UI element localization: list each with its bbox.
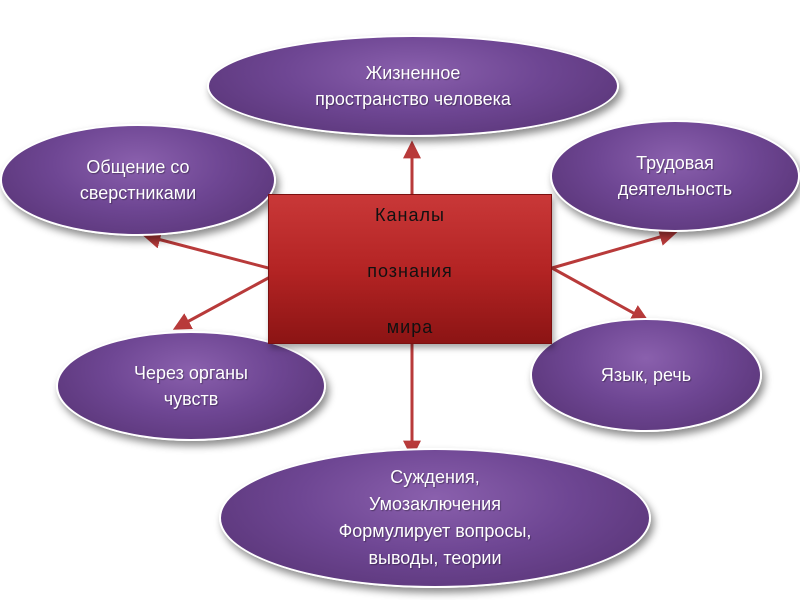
node-language-speech-line-1: Язык, речь — [600, 365, 692, 385]
center-box-line-1: Каналы — [375, 205, 445, 225]
arrow-to-bottom-right — [551, 266, 650, 322]
node-labor-activity: Трудовая деятельность — [550, 120, 800, 232]
arrow-to-top-left — [142, 230, 277, 272]
arrow-to-bottom-left — [172, 274, 273, 330]
node-senses-line-2: чувств — [163, 389, 219, 409]
node-judgments-line-4: выводы, теории — [368, 548, 502, 568]
node-labor-activity-line-1: Трудовая — [636, 153, 714, 173]
node-peer-communication-line-2: сверстниками — [79, 183, 197, 203]
node-living-space-line-1: Жизненное — [365, 63, 461, 83]
node-senses: Через органы чувств — [56, 331, 326, 441]
node-peer-communication: Общение со сверстниками — [0, 124, 276, 236]
center-box-line-2: познания — [367, 261, 453, 281]
center-box-line-3: мира — [386, 317, 434, 337]
node-judgments: Суждения, Умозаключения Формулирует вопр… — [219, 448, 651, 588]
node-peer-communication-line-1: Общение со — [86, 157, 190, 177]
node-senses-line-1: Через органы — [134, 363, 248, 383]
center-box-channels-of-cognition: Каналы познания мира — [268, 194, 552, 344]
node-judgments-line-1: Суждения, — [390, 467, 480, 487]
node-language-speech: Язык, речь — [530, 318, 762, 432]
node-labor-activity-line-2: деятельность — [617, 179, 733, 199]
arrow-to-top-right — [551, 228, 678, 270]
node-judgments-line-3: Формулирует вопросы, — [338, 521, 532, 541]
node-living-space-line-2: пространство человека — [315, 89, 511, 109]
node-living-space: Жизненное пространство человека — [207, 35, 619, 137]
node-judgments-line-2: Умозаключения — [369, 494, 501, 514]
